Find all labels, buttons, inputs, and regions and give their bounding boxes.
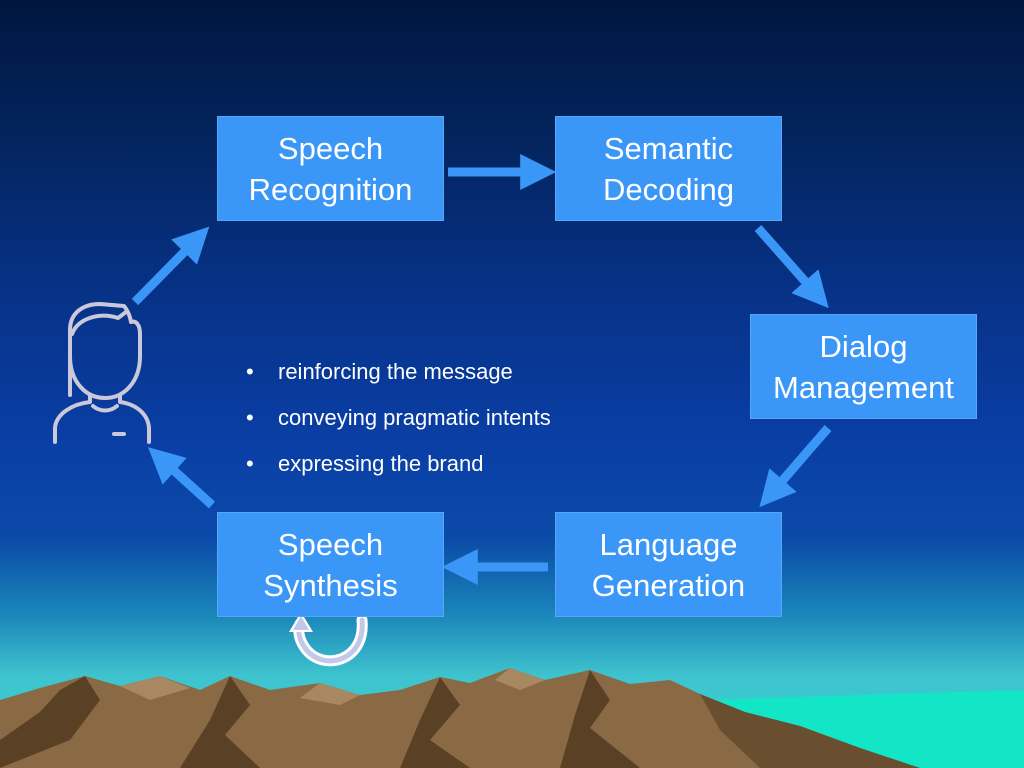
mountain-shadow-5	[700, 694, 920, 768]
mountain-highlight-2	[300, 683, 360, 705]
arrow-dialog-to-generation	[759, 425, 832, 508]
bullet-text: conveying pragmatic intents	[278, 405, 551, 430]
bullet-text: expressing the brand	[278, 451, 484, 476]
mountain-shadow-3	[400, 677, 470, 768]
mountain-shadow	[0, 676, 100, 768]
bullet-marker: •	[246, 405, 254, 430]
arrow-user-to-recognition	[131, 226, 210, 306]
mountain-highlight	[120, 676, 190, 700]
bullet-item: • reinforcing the message	[240, 350, 551, 396]
bullet-list: • reinforcing the message • conveying pr…	[240, 350, 551, 488]
box-language-generation: Language Generation	[555, 512, 782, 617]
mountain-highlight-3	[495, 668, 545, 690]
bullet-text: reinforcing the message	[278, 359, 513, 384]
mountain-shadow-2	[180, 676, 260, 768]
bullet-item: • conveying pragmatic intents	[240, 396, 551, 442]
bullet-marker: •	[246, 359, 254, 384]
arrow-decoding-to-dialog	[754, 225, 829, 309]
box-speech-synthesis: Speech Synthesis	[217, 512, 444, 617]
mountain-shadow-4	[560, 670, 640, 768]
bullet-item: • expressing the brand	[240, 442, 551, 488]
bullet-marker: •	[246, 451, 254, 476]
arrow-synthesis-to-user	[147, 447, 216, 509]
box-semantic-decoding: Semantic Decoding	[555, 116, 782, 221]
box-dialog-management: Dialog Management	[750, 314, 977, 419]
box-speech-recognition: Speech Recognition	[217, 116, 444, 221]
